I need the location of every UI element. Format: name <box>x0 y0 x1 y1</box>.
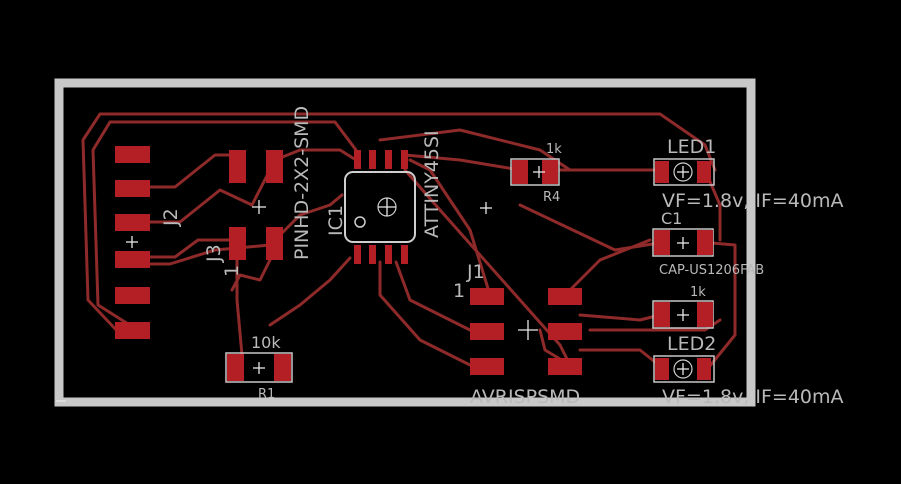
c1-pad[interactable] <box>654 230 670 255</box>
ic1-pin[interactable] <box>401 150 408 169</box>
j3-pad[interactable] <box>229 150 246 183</box>
j1-pad[interactable] <box>548 288 582 305</box>
j2-pad[interactable] <box>115 251 150 268</box>
ic1-pin[interactable] <box>369 245 376 264</box>
j2-pad[interactable] <box>115 214 150 231</box>
ic1-pin[interactable] <box>354 150 361 169</box>
led2-pad[interactable] <box>655 358 669 380</box>
j3-pin1-label: 1 <box>221 265 243 277</box>
j1-pad[interactable] <box>470 323 504 340</box>
attiny-label: ATTINY45SI <box>421 130 443 238</box>
led2-resistor[interactable]: 1k <box>652 285 714 329</box>
j3-header[interactable]: J3 1 <box>203 150 283 277</box>
r4-value: 1k <box>546 142 562 157</box>
j2-pad[interactable] <box>115 287 150 304</box>
led2-resistor-pad[interactable] <box>654 302 670 327</box>
c1-pad[interactable] <box>697 230 713 255</box>
j1-pad[interactable] <box>470 288 504 305</box>
j1-avrisp-header[interactable]: J1 1 AVRISPSMD <box>453 261 582 408</box>
ic1-pin[interactable] <box>385 245 392 264</box>
led1-pad[interactable] <box>697 161 711 183</box>
r4-pad[interactable] <box>512 160 528 184</box>
j1-pad[interactable] <box>548 323 582 340</box>
j3-pad[interactable] <box>229 227 246 260</box>
j3-label: J3 <box>203 244 225 263</box>
led2-label: LED2 <box>667 333 716 355</box>
j2-header[interactable]: J2 <box>115 146 182 339</box>
j2-pad[interactable] <box>115 322 150 339</box>
ic1-body <box>344 171 416 243</box>
j2-pad[interactable] <box>115 180 150 197</box>
led1-spec: VF=1.8v, IF=40mA <box>662 190 844 212</box>
avrisp-label: AVRISPSMD <box>470 386 580 408</box>
led2-resistor-pad[interactable] <box>697 302 713 327</box>
r4-resistor[interactable]: 1k R4 <box>510 142 562 205</box>
r1-pad[interactable] <box>227 354 244 381</box>
c1-label: C1 <box>661 209 682 228</box>
ic1-pin[interactable] <box>354 245 361 264</box>
copper-traces <box>81 112 737 374</box>
led1[interactable]: LED1 VF=1.8v, IF=40mA <box>653 136 844 212</box>
pinhd-label: PINHD-2X2-SMD <box>291 106 313 260</box>
led2-spec: VF=1.8v, IF=40mA <box>662 386 844 408</box>
r1-pad[interactable] <box>274 354 291 381</box>
j1-pad[interactable] <box>548 358 582 375</box>
led2-resistor-value: 1k <box>690 285 706 300</box>
r1-resistor[interactable]: 10k R1 <box>225 333 293 402</box>
j2-pad[interactable] <box>115 146 150 163</box>
r1-label: R1 <box>258 387 275 402</box>
c1-package: CAP-US1206FAB <box>659 263 764 278</box>
r1-value: 10k <box>251 333 281 352</box>
led2-pad[interactable] <box>697 358 711 380</box>
ic1-attiny45[interactable]: IC1 ATTINY45SI <box>325 130 443 264</box>
led2[interactable]: LED2 VF=1.8v, IF=40mA <box>653 333 844 408</box>
ic1-pin[interactable] <box>401 245 408 264</box>
j3-pad[interactable] <box>266 150 283 183</box>
ic1-pin[interactable] <box>385 150 392 169</box>
j2-label: J2 <box>160 208 182 227</box>
ic1-pin[interactable] <box>369 150 376 169</box>
j3-pad[interactable] <box>266 227 283 260</box>
r4-pad[interactable] <box>542 160 558 184</box>
j1-pin1-label: 1 <box>453 280 465 302</box>
ic1-label: IC1 <box>325 205 347 236</box>
j1-label: J1 <box>466 261 485 283</box>
j1-pad[interactable] <box>470 358 504 375</box>
led1-label: LED1 <box>667 136 716 158</box>
r4-label: R4 <box>543 190 560 205</box>
c1-capacitor[interactable]: C1 CAP-US1206FAB <box>652 209 764 278</box>
led1-pad[interactable] <box>655 161 669 183</box>
board-outline <box>54 78 756 407</box>
